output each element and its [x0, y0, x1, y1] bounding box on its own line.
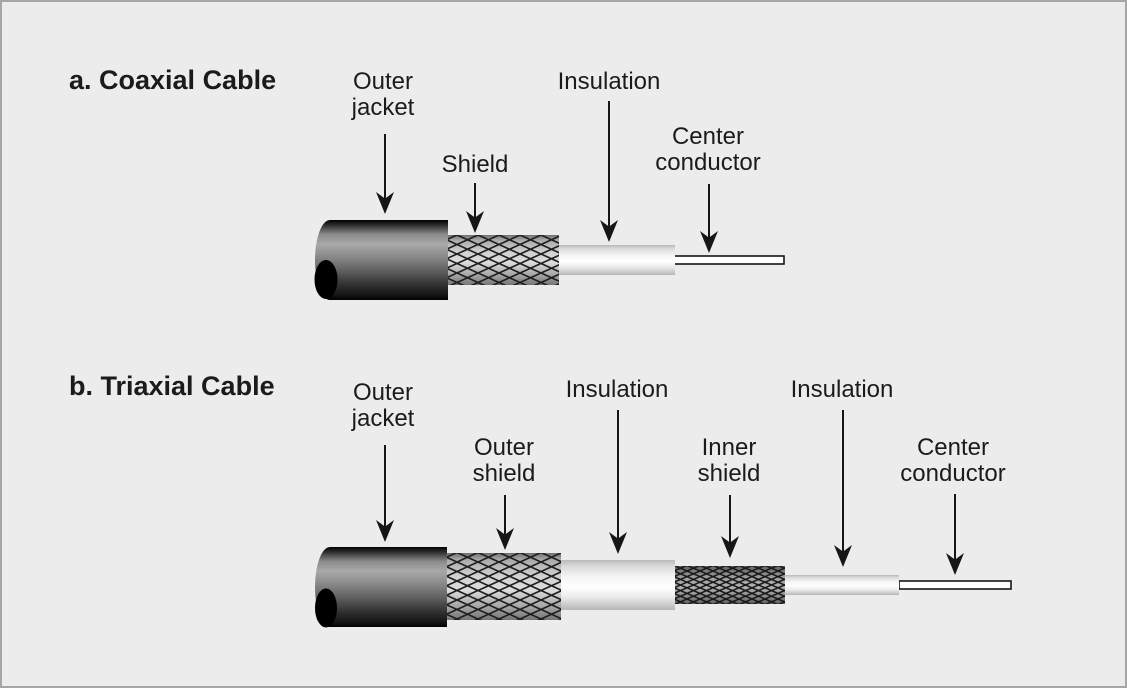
coax-shield-arrow	[466, 183, 484, 233]
coax-shield-layer	[448, 235, 559, 285]
triax-inner-shield-arrow	[721, 495, 739, 558]
triax-outer-jacket-label: Outer jacket	[351, 379, 415, 432]
arrow-shaft	[729, 495, 731, 544]
arrow-shaft	[474, 183, 476, 219]
triax-inner-shield-label: Inner shield	[697, 434, 761, 487]
triax-insulation-outer-layer	[560, 560, 675, 610]
triax-center-conductor-label: Center conductor	[900, 434, 1006, 487]
triax-outer-shield-label: Outer shield	[472, 434, 536, 487]
triax-outer-jacket-layer	[315, 547, 447, 627]
triax-insulation-inner-arrow	[834, 410, 852, 567]
coax-end-hole	[314, 260, 338, 299]
arrow-shaft	[842, 410, 844, 553]
arrow-shaft	[384, 134, 386, 200]
coax-insulation-label: Insulation	[557, 68, 661, 95]
triax-inner-shield-layer	[674, 566, 785, 604]
triax-insulation-outer-label: Insulation	[565, 376, 669, 403]
arrow-shaft	[608, 101, 610, 228]
triax-outer-shield-arrow	[496, 495, 514, 550]
coax-center-conductor-label: Center conductor	[655, 123, 761, 176]
arrow-shaft	[617, 410, 619, 540]
triax-outer-shield-layer	[447, 553, 561, 620]
coaxial-title: a. Coaxial Cable	[69, 65, 277, 95]
arrow-shaft	[384, 445, 386, 528]
arrow-shaft	[954, 494, 956, 561]
triaxial-title: b. Triaxial Cable	[69, 371, 275, 401]
coaxial-cable-graphic	[314, 220, 785, 300]
coax-shield-label: Shield	[441, 151, 509, 178]
triaxial-cable-graphic	[315, 547, 1012, 628]
triax-center-conductor-layer	[898, 580, 1012, 590]
triax-center-conductor-arrow	[946, 494, 964, 575]
triax-insulation-outer-arrow	[609, 410, 627, 554]
triax-insulation-inner-layer	[785, 575, 899, 595]
coax-outer-jacket-arrow	[376, 134, 394, 214]
arrow-shaft	[708, 184, 710, 239]
coax-center-conductor-arrow	[700, 184, 718, 253]
coax-outer-jacket-label: Outer jacket	[351, 68, 415, 121]
coax-insulation-arrow	[600, 101, 618, 242]
coax-center-conductor-layer	[673, 255, 785, 265]
coax-outer-jacket-layer	[315, 220, 448, 300]
triax-insulation-inner-label: Insulation	[790, 376, 894, 403]
triax-outer-jacket-arrow	[376, 445, 394, 542]
arrow-shaft	[504, 495, 506, 536]
triax-end-hole	[315, 588, 337, 628]
coax-insulation-layer	[559, 245, 675, 275]
